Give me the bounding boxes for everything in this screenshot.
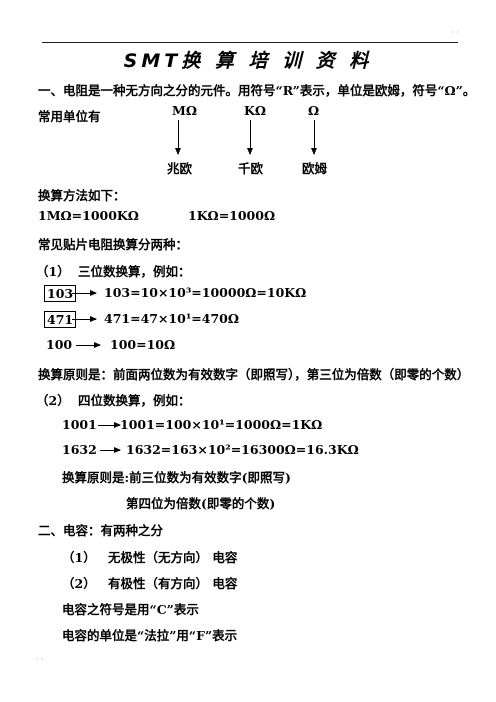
corner-dots-bottom: · · xyxy=(36,655,44,664)
four-digit-title: 四位数换算，例如： xyxy=(78,393,191,408)
example-formula-103: 103=10×10³=10000Ω=10KΩ xyxy=(104,285,307,300)
example-code-1001: 1001 xyxy=(62,417,97,432)
three-digit-title: 三位数换算，例如： xyxy=(78,264,191,279)
capacitor-type-2-label: 有极性（有方向） 电容 xyxy=(108,576,238,591)
down-arrow-kilo xyxy=(247,120,253,155)
method-label: 换算方法如下： xyxy=(38,188,126,203)
example-formula-100: 100=10Ω xyxy=(110,337,176,352)
arrow-100 xyxy=(76,342,101,348)
four-digit-principle-line2: 第四位为倍数(即零的个数) xyxy=(126,496,276,511)
arrow-471 xyxy=(72,316,97,322)
corner-dots-top: · · xyxy=(452,28,460,37)
section-1-heading: 一、电阻是一种无方向之分的元件。用符号“R”表示，单位是欧姆，符号“Ω”。 xyxy=(38,83,476,98)
arrow-1001 xyxy=(98,422,121,428)
example-code-100: 100 xyxy=(46,337,73,352)
example-formula-1001: 1001=100×10¹=1000Ω=1KΩ xyxy=(120,417,323,432)
four-digit-index: （2） xyxy=(36,393,70,408)
capacitor-type-2-index: （2） xyxy=(62,576,96,591)
capacitor-symbol-note: 电容之符号是用“C”表示 xyxy=(62,602,199,617)
three-digit-index: （1） xyxy=(36,264,70,279)
conversion-mega-kilo: 1MΩ=1000KΩ xyxy=(38,208,139,223)
capacitor-unit-note: 电容的单位是“法拉”用“F”表示 xyxy=(62,628,238,643)
units-label: 常用单位有 xyxy=(38,109,101,124)
unit-name-ohm: 欧姆 xyxy=(302,161,328,176)
arrow-1632 xyxy=(100,447,121,453)
example-formula-1632: 1632=163×10²=16300Ω=16.3KΩ xyxy=(126,442,359,457)
example-formula-471: 471=47×10¹=470Ω xyxy=(104,311,239,326)
down-arrow-mega xyxy=(175,120,181,155)
capacitor-type-1-index: （1） xyxy=(62,550,96,565)
three-digit-principle: 换算原则是：前面两位数为有效数字（即照写），第三位为倍数（即零的个数） xyxy=(38,367,470,382)
smd-intro: 常见贴片电阻换算分两种： xyxy=(38,237,189,252)
unit-symbol-kilo: KΩ xyxy=(244,103,266,118)
down-arrow-ohm xyxy=(311,120,317,155)
unit-name-kilo: 千欧 xyxy=(238,161,264,176)
arrow-103 xyxy=(72,290,97,296)
page-title: SMT换 算 培 训 资 料 xyxy=(123,50,373,72)
conversion-kilo-ohm: 1KΩ=1000Ω xyxy=(188,208,276,223)
section-2-heading: 二、电容：有两种之分 xyxy=(38,523,164,538)
unit-name-mega: 兆欧 xyxy=(167,161,193,176)
unit-symbol-mega: MΩ xyxy=(172,103,197,118)
unit-symbol-ohm: Ω xyxy=(308,103,320,118)
four-digit-principle-line1: 换算原则是:前三位数为有效数字(即照写) xyxy=(62,470,291,485)
capacitor-type-1-label: 无极性（无方向） 电容 xyxy=(108,550,238,565)
example-code-1632: 1632 xyxy=(62,442,97,457)
header-rule xyxy=(42,42,458,43)
